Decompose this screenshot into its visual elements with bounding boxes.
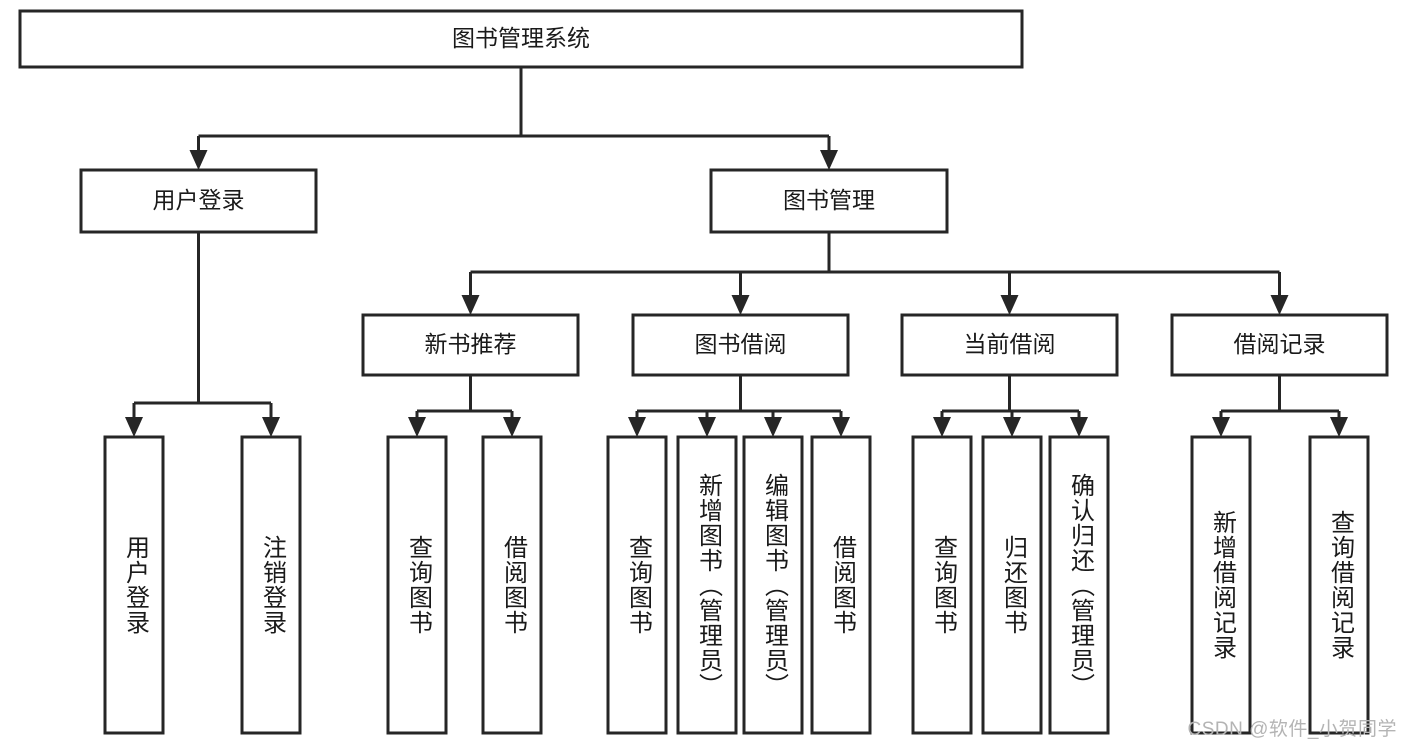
arrowhead-book-manage-to-new-book-recommend [461, 295, 480, 315]
arrowhead-borrow-record-to-leaf-query-record [1330, 417, 1348, 437]
arrowhead-current-borrow-to-leaf-return-book [1003, 417, 1021, 437]
node-leaf-query-book-3[interactable] [911, 435, 973, 735]
node-root-title[interactable] [18, 9, 1024, 69]
node-leaf-add-book[interactable] [676, 435, 738, 735]
arrowhead-book-manage-to-book-borrow [731, 295, 750, 315]
arrowhead-book-borrow-to-leaf-edit-book [764, 417, 782, 437]
label-borrow-record: 借阅记录 [1234, 331, 1326, 357]
node-leaf-query-book-1[interactable] [386, 435, 448, 735]
csdn-watermark: CSDN @软件_小贺同学 [1187, 719, 1397, 740]
node-leaf-user-logout[interactable] [240, 435, 302, 735]
node-book-manage[interactable] [709, 168, 949, 234]
node-borrow-record[interactable] [1170, 313, 1389, 377]
label-book-manage: 图书管理 [783, 187, 875, 213]
node-leaf-user-login[interactable] [103, 435, 165, 735]
node-current-borrow[interactable] [900, 313, 1119, 377]
connector-edges [125, 67, 1348, 437]
node-new-book-recommend[interactable] [361, 313, 580, 377]
arrowhead-current-borrow-to-leaf-query-book-3 [933, 417, 951, 437]
arrowhead-book-borrow-to-leaf-query-book-2 [628, 417, 646, 437]
node-leaf-return-book[interactable] [981, 435, 1043, 735]
node-leaf-add-record[interactable] [1190, 435, 1252, 735]
arrowhead-borrow-record-to-leaf-add-record [1212, 417, 1230, 437]
node-leaf-query-book-2[interactable] [606, 435, 668, 735]
node-book-borrow[interactable] [631, 313, 850, 377]
label-user-login: 用户登录 [153, 187, 245, 213]
node-rectangles [18, 9, 1389, 735]
arrowhead-root-to-user-login [189, 150, 208, 170]
arrowhead-user-login-to-leaf-user-login [125, 417, 143, 437]
node-user-login[interactable] [79, 168, 318, 234]
node-leaf-query-record[interactable] [1308, 435, 1370, 735]
arrowhead-book-borrow-to-leaf-add-book [698, 417, 716, 437]
label-book-borrow: 图书借阅 [695, 331, 787, 357]
arrowhead-user-login-to-leaf-user-logout [262, 417, 280, 437]
node-leaf-edit-book[interactable] [742, 435, 804, 735]
node-leaf-borrow-book-2[interactable] [810, 435, 872, 735]
label-current-borrow: 当前借阅 [964, 331, 1056, 357]
node-leaf-borrow-book-1[interactable] [481, 435, 543, 735]
label-new-book-recommend: 新书推荐 [425, 331, 517, 357]
arrowhead-book-manage-to-borrow-record [1270, 295, 1289, 315]
arrowhead-root-to-book-manage [820, 150, 838, 170]
label-root-title: 图书管理系统 [452, 25, 590, 51]
arrowhead-new-book-recommend-to-leaf-borrow-book-1 [503, 417, 521, 437]
arrowhead-book-manage-to-current-borrow [1000, 295, 1019, 315]
arrowhead-current-borrow-to-leaf-confirm-return [1070, 417, 1088, 437]
arrowhead-book-borrow-to-leaf-borrow-book-2 [832, 417, 850, 437]
node-leaf-confirm-return[interactable] [1048, 435, 1110, 735]
arrowhead-new-book-recommend-to-leaf-query-book-1 [408, 417, 426, 437]
